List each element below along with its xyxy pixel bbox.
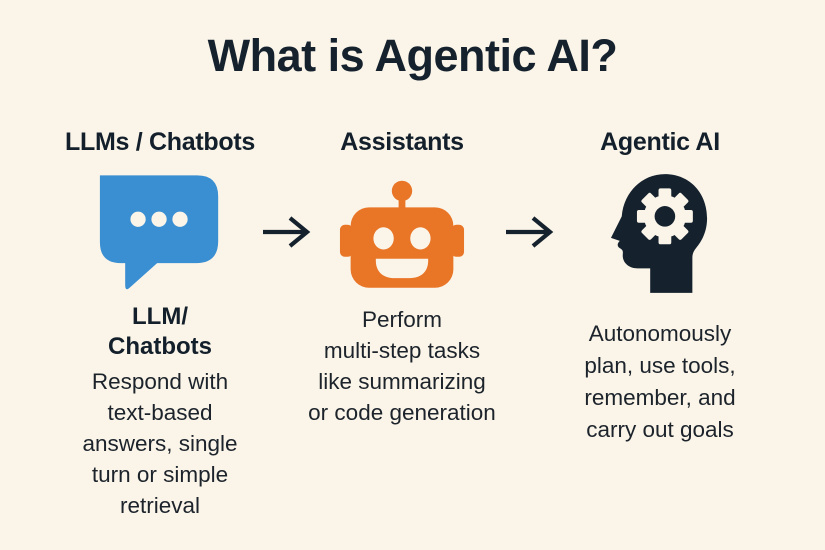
column-description-assistants: Perform multi-step tasks like summarizin… xyxy=(308,307,496,425)
head-with-gear-icon xyxy=(610,174,708,293)
column-description-agentic-ai: Autonomously plan, use tools, remember, … xyxy=(584,321,736,442)
column-agentic-ai: Agentic AI Autonomously plan, use tools,… xyxy=(537,0,783,550)
column-header-agentic-ai: Agentic AI xyxy=(600,128,720,156)
head-with-gear-icon-wrap xyxy=(537,166,783,302)
column-header-assistants: Assistants xyxy=(340,128,464,156)
right-arrow-icon xyxy=(504,214,556,250)
chat-bubble-icon xyxy=(99,175,219,290)
right-arrow-icon xyxy=(261,214,313,250)
page-title: What is Agentic AI? xyxy=(207,30,618,81)
column-llms-chatbots: LLMs / Chatbots LLM/ Chatbots Respond wi… xyxy=(30,0,290,550)
column-description-llms-chatbots: Respond with text-based answers, single … xyxy=(82,369,238,518)
chat-bubble-icon-wrap xyxy=(30,166,290,302)
column-subtitle-llm-chatbots: LLM/ Chatbots xyxy=(108,303,212,360)
robot-icon-wrap xyxy=(282,166,522,302)
robot-icon xyxy=(339,180,465,288)
column-header-llms-chatbots: LLMs / Chatbots xyxy=(65,128,255,156)
column-assistants: Assistants Perform multi-step tasks like… xyxy=(282,0,522,550)
